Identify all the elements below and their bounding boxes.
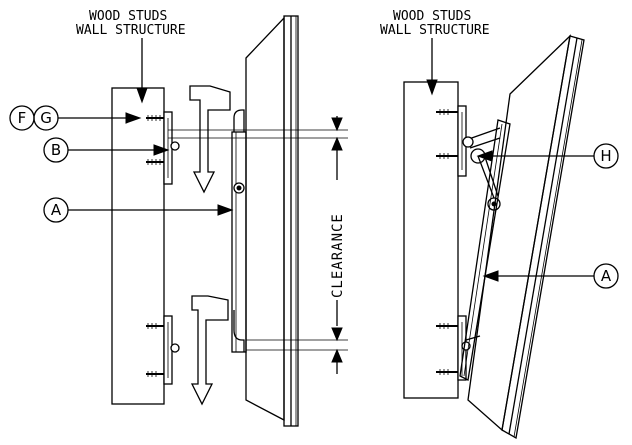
left-title-line2: WALL STRUCTURE xyxy=(76,23,186,38)
upper-hook-arrow xyxy=(189,85,231,194)
callout-b: B xyxy=(43,137,170,163)
svg-text:A: A xyxy=(51,201,62,219)
left-title-line1: WOOD STUDS xyxy=(89,9,167,24)
left-view: WOOD STUDS WALL STRUCTURE xyxy=(9,9,348,427)
right-view: WOOD STUDS WALL STRUCTURE xyxy=(380,9,619,440)
callout-f: F xyxy=(9,105,35,131)
right-title-arrow xyxy=(426,38,438,96)
callout-h: H xyxy=(476,143,619,169)
tv-panel-left xyxy=(245,15,299,427)
tv-panel-right xyxy=(467,34,585,440)
svg-text:A: A xyxy=(601,267,612,285)
lower-hook-arrow xyxy=(190,295,229,406)
right-title-line2: WALL STRUCTURE xyxy=(380,23,490,38)
svg-text:G: G xyxy=(40,109,52,127)
tilt-arm-linkage xyxy=(461,127,501,351)
left-title-arrow xyxy=(136,38,148,104)
callout-a-left: A xyxy=(43,197,234,223)
left-wood-stud-wall xyxy=(111,87,165,405)
clearance-dimension: CLEARANCE xyxy=(168,116,348,374)
right-lower-screws xyxy=(436,323,460,375)
callout-g: G xyxy=(33,105,142,131)
tv-bracket-left xyxy=(231,109,247,353)
right-upper-screws xyxy=(436,109,460,159)
callout-a-right: A xyxy=(482,263,619,289)
svg-text:F: F xyxy=(18,109,27,127)
svg-text:B: B xyxy=(51,141,61,159)
svg-text:H: H xyxy=(600,147,611,165)
left-upper-wall-plate xyxy=(163,111,180,185)
left-lower-wall-plate xyxy=(163,315,180,385)
right-title-line1: WOOD STUDS xyxy=(393,9,471,24)
clearance-label: CLEARANCE xyxy=(330,213,346,298)
right-wood-stud-wall xyxy=(403,81,459,399)
